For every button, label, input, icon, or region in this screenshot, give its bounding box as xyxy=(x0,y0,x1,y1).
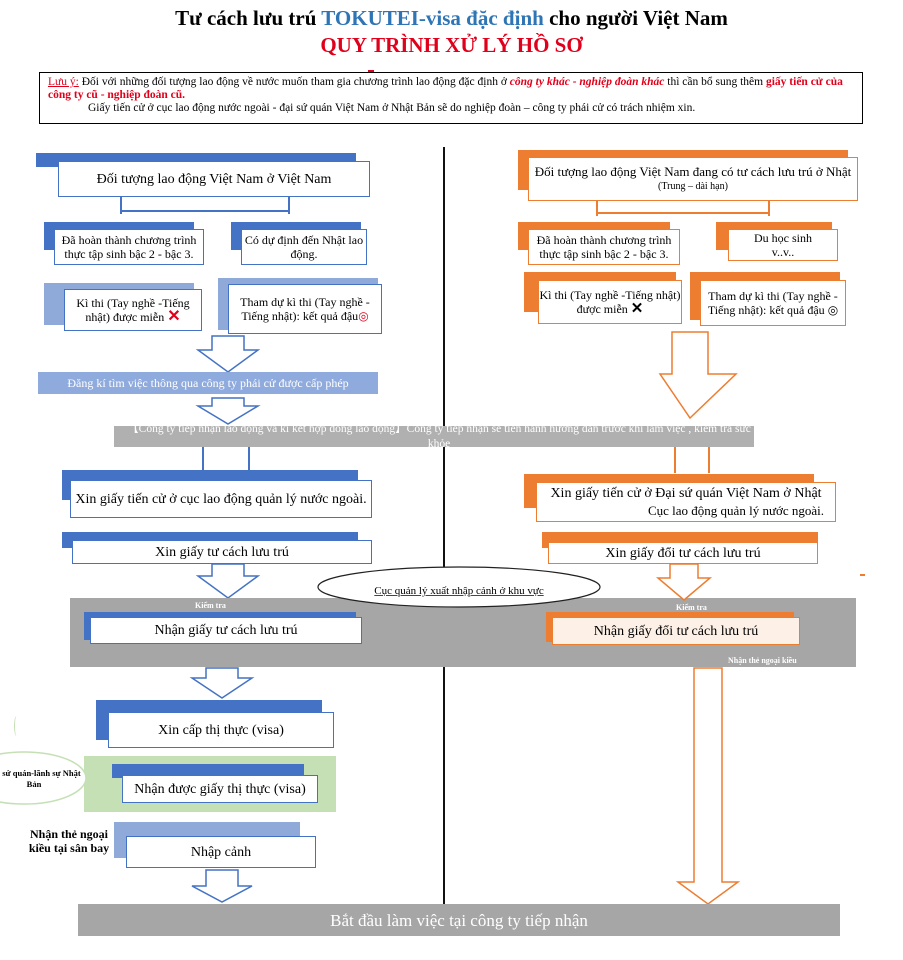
box-tab xyxy=(112,764,304,778)
column-divider xyxy=(443,147,445,927)
note-text-1: Đối với những đối tượng lao động về nước… xyxy=(78,76,510,88)
note-box: Lưu ý: Đối với những đối tượng lao động … xyxy=(39,72,863,124)
down-arrow-icon xyxy=(655,563,713,601)
left-top-box: Đối tượng lao động Việt Nam ở Việt Nam xyxy=(58,161,370,197)
connector xyxy=(768,201,770,216)
left-visa-apply: Xin cấp thị thực (visa) xyxy=(108,712,334,748)
decor-mark xyxy=(860,574,865,576)
exam-text: Tham dự kì thi (Tay nghề -Tiếng nhật): k… xyxy=(240,295,370,323)
down-arrow-icon xyxy=(658,331,738,420)
exempt-text: Kì thi (Tay nghề -Tiếng nhật) được miễn xyxy=(76,296,190,324)
left-check-label: Kiểm tra xyxy=(195,601,226,610)
right-box-student: Du học sinh v..v.. xyxy=(728,229,838,261)
left-box-completed: Đã hoàn thành chương trình thực tập sinh… xyxy=(54,229,204,265)
title-text: Tư cách lưu trú xyxy=(175,6,322,30)
cross-icon: ✕ xyxy=(167,308,181,325)
left-visa-receive: Nhận được giấy thị thực (visa) xyxy=(122,775,318,803)
final-banner: Bắt đầu làm việc tại công ty tiếp nhận xyxy=(78,904,840,936)
right-receive-change: Nhận giấy đổi tư cách lưu trú xyxy=(552,617,800,645)
company-banner: 【Công ty tiếp nhận lao động và kí kết hợ… xyxy=(114,423,754,450)
exam-text: Tham dự kì thi (Tay nghề -Tiếng nhật): k… xyxy=(707,289,838,317)
double-circle-icon: ◎ xyxy=(358,309,369,323)
immigration-ellipse xyxy=(317,566,601,608)
note-text-4: giấy tiến cử của công ty cũ - nghiệp đoà… xyxy=(48,76,843,101)
down-arrow-icon xyxy=(195,397,261,425)
right-apply-change: Xin giấy đổi tư cách lưu trú xyxy=(548,542,818,564)
connector xyxy=(248,447,250,470)
title-highlight: TOKUTEI-visa đặc định xyxy=(321,6,544,30)
cross-icon: ✕ xyxy=(630,301,644,317)
connector xyxy=(596,201,598,216)
connector xyxy=(674,447,676,473)
down-arrow-icon xyxy=(195,563,261,599)
right-box-exempt: Kì thi (Tay nghề -Tiếng nhật) được miễn … xyxy=(538,280,682,324)
exempt-text: Kì thi (Tay nghề -Tiếng nhật) được miễn xyxy=(539,288,681,316)
note-text-3: thì cần bổ sung thêm xyxy=(664,76,766,88)
left-box-plan: Có dự định đến Nhật lao động. xyxy=(241,229,367,265)
right-box-exam: Tham dự kì thi (Tay nghề -Tiếng nhật): k… xyxy=(700,280,846,326)
title-text-end: cho người Việt Nam xyxy=(543,6,728,30)
airport-label: Nhận thẻ ngoại kiều tại sân bay xyxy=(28,827,110,855)
right-top-sub: (Trung – dài hạn) xyxy=(658,181,728,192)
right-card-label: Nhận thẻ ngoại kiều xyxy=(728,656,797,665)
page-subtitle: QUY TRÌNH XỬ LÝ HỒ SƠ xyxy=(320,33,583,57)
note-text-5: Giấy tiến cử ở cục lao động nước ngoài -… xyxy=(88,102,696,114)
connector xyxy=(597,212,769,214)
right-top-box: Đối tượng lao động Việt Nam đang có tư c… xyxy=(528,157,858,201)
apply-ref-line1: Xin giấy tiến cử ở Đại sứ quán Việt Nam … xyxy=(550,486,822,501)
connector xyxy=(202,447,204,470)
note-text-2: công ty khác - nghiệp đoàn khác xyxy=(509,76,665,88)
student-text: Du học sinh xyxy=(754,231,812,245)
right-apply-ref: Xin giấy tiến cử ở Đại sứ quán Việt Nam … xyxy=(536,482,836,522)
decor-mark xyxy=(368,70,374,72)
connector xyxy=(121,210,289,212)
note-label: Lưu ý: xyxy=(48,76,79,88)
left-entry: Nhập cảnh xyxy=(126,836,316,868)
connector xyxy=(120,197,122,214)
left-receive-status: Nhận giấy tư cách lưu trú xyxy=(90,617,362,644)
embassy-ellipse xyxy=(0,751,87,805)
left-box-exempt: Kì thi (Tay nghề -Tiếng nhật) được miễn … xyxy=(64,289,202,331)
connector xyxy=(288,197,290,214)
left-apply-ref: Xin giấy tiến cử ở cục lao động quản lý … xyxy=(70,480,372,518)
down-arrow-icon xyxy=(189,667,255,699)
apply-ref-line2: Cục lao động quản lý nước ngoài. xyxy=(647,503,825,518)
connector xyxy=(708,447,710,473)
double-circle-icon: ◎ xyxy=(827,303,839,317)
right-check-label: Kiểm tra xyxy=(676,603,707,612)
embassy-label-text: Đại sứ quán-lãnh sự Nhật Bản xyxy=(0,768,81,789)
page-title: Tư cách lưu trú TOKUTEI-visa đặc định ch… xyxy=(0,6,903,31)
down-arrow-icon xyxy=(191,869,253,903)
left-apply-status: Xin giấy tư cách lưu trú xyxy=(72,540,372,564)
immigration-label: Cục quản lý xuất nhập cảnh ở khu vực xyxy=(374,585,544,597)
left-box-exam: Tham dự kì thi (Tay nghề -Tiếng nhật): k… xyxy=(228,284,382,334)
register-band: Đăng kí tìm việc thông qua công ty phái … xyxy=(38,372,378,394)
decor-arc xyxy=(14,716,19,736)
right-top-text: Đối tượng lao động Việt Nam đang có tư c… xyxy=(534,164,852,179)
down-arrow-icon xyxy=(675,667,741,905)
student-etc: v..v.. xyxy=(771,245,795,259)
down-arrow-icon xyxy=(195,335,261,373)
right-box-completed: Đã hoàn thành chương trình thực tập sinh… xyxy=(528,229,680,265)
embassy-label: Đại sứ quán-lãnh sự Nhật Bản xyxy=(0,768,86,790)
